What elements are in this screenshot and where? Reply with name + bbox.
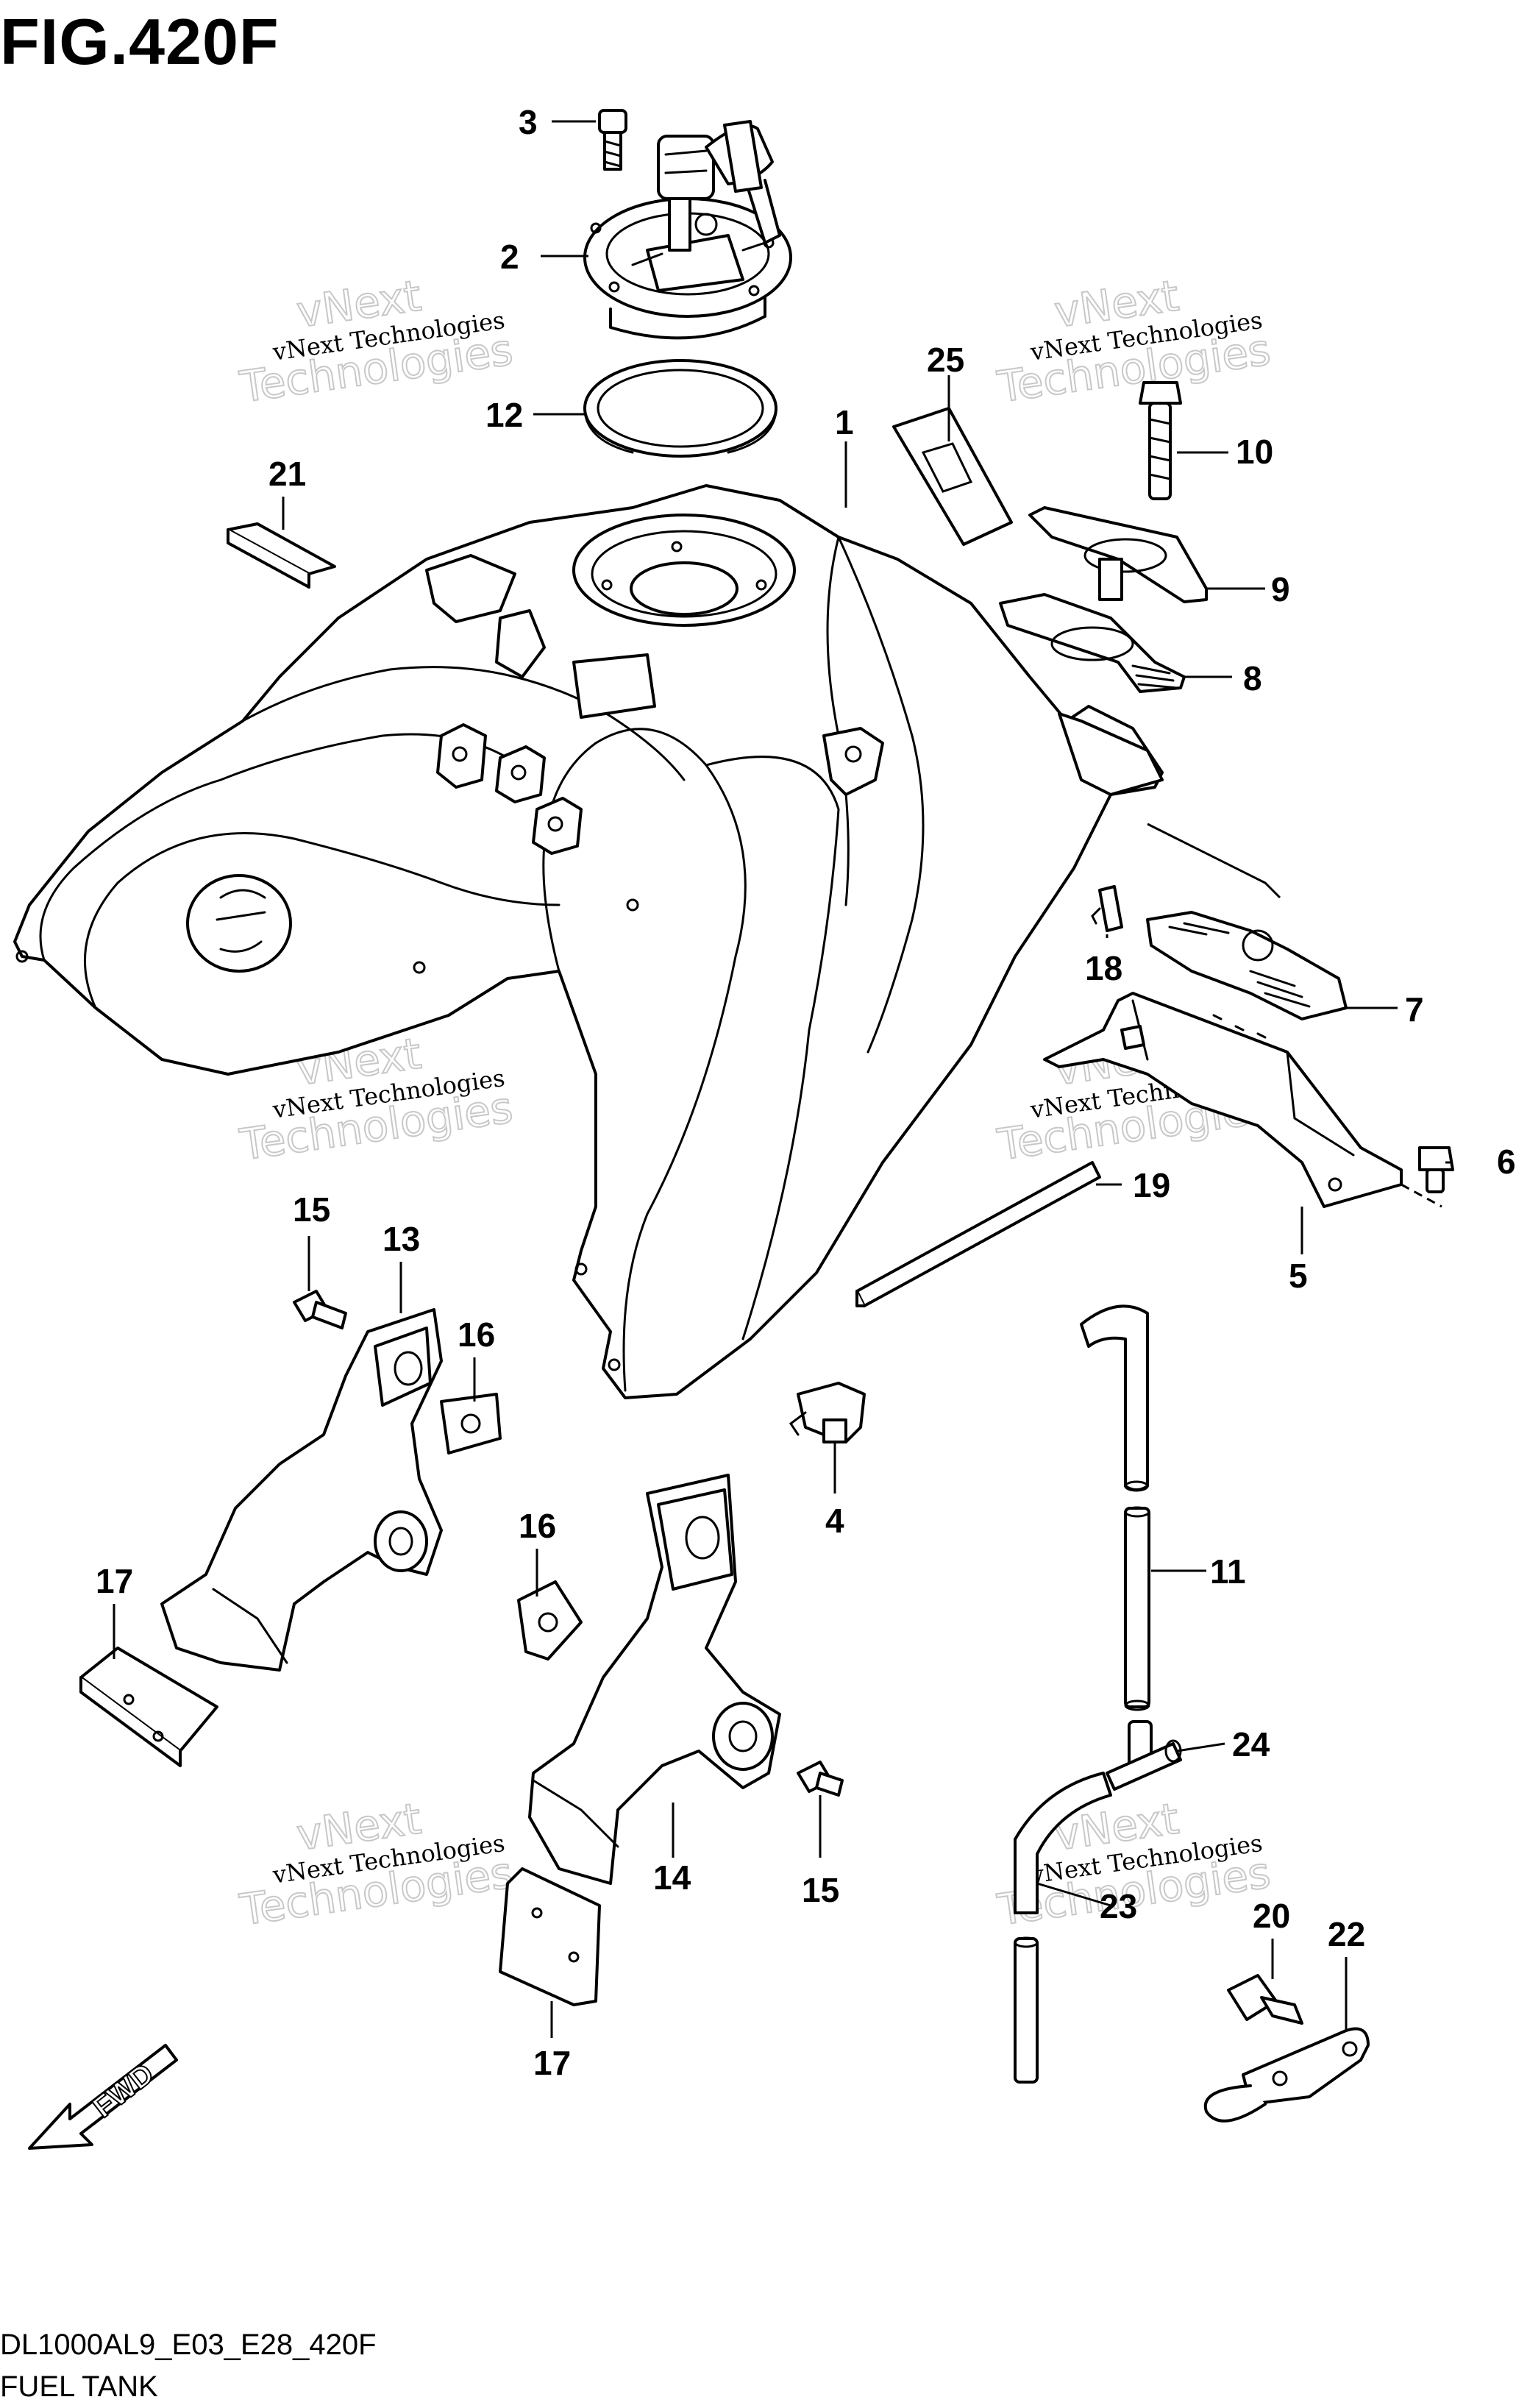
- footer-name: FUEL TANK: [0, 2370, 158, 2403]
- callout-17-lower: 17: [533, 2044, 571, 2082]
- part-10-bolt: [1139, 381, 1182, 500]
- part-23-hose: [1014, 1772, 1112, 2084]
- callout-11: 11: [1210, 1552, 1246, 1591]
- callout-9: 9: [1271, 570, 1290, 608]
- callout-10: 10: [1236, 433, 1273, 471]
- callouts: 3 2 12 21 1 25 10 9 8 7 18 6 19 5 11 4 2…: [96, 103, 1516, 2082]
- part-12-gasket: [583, 359, 777, 458]
- callout-2: 2: [500, 238, 519, 276]
- part-21-pad: [227, 522, 336, 589]
- callout-25: 25: [927, 341, 964, 379]
- callout-7: 7: [1405, 990, 1424, 1029]
- part-14-bracket: [528, 1474, 781, 1885]
- callout-4: 4: [825, 1502, 844, 1540]
- part-16-nut-lower: [517, 1580, 583, 1661]
- leader-lines: [113, 120, 1453, 2038]
- callout-18: 18: [1085, 949, 1122, 987]
- part-15-bolt-lower: [797, 1761, 844, 1797]
- callout-22: 22: [1328, 1915, 1365, 1953]
- callout-14: 14: [653, 1858, 691, 1897]
- part-18-clip: [1091, 885, 1123, 932]
- part-13-bracket: [160, 1308, 443, 1672]
- callout-13: 13: [382, 1220, 420, 1258]
- callout-15-upper: 15: [293, 1190, 330, 1229]
- callout-3: 3: [519, 103, 538, 141]
- callout-17-left: 17: [96, 1562, 133, 1600]
- part-24-t-joint: [1106, 1720, 1182, 1791]
- callout-8: 8: [1243, 659, 1262, 697]
- part-7-cushion: [1146, 911, 1348, 1020]
- callout-6: 6: [1497, 1143, 1516, 1181]
- callout-16-upper: 16: [458, 1315, 495, 1354]
- callout-24: 24: [1232, 1725, 1270, 1764]
- callout-15-lower: 15: [802, 1871, 839, 1909]
- part-8-seal: [999, 593, 1186, 693]
- part-17-pad-lower: [499, 1867, 601, 2006]
- fwd-arrow-icon: FWD: [28, 2044, 178, 2150]
- part-15-bolt-upper: [293, 1290, 347, 1329]
- part-11-hose: [1080, 1304, 1150, 1711]
- part-3-bolt: [598, 109, 627, 171]
- part-19-strip: [855, 1161, 1101, 1307]
- figure-title: FIG.420F: [0, 5, 280, 78]
- callout-19: 19: [1133, 1166, 1170, 1204]
- callout-23: 23: [1100, 1887, 1137, 1925]
- callout-1: 1: [835, 403, 854, 441]
- footer-code: DL1000AL9_E03_E28_420F: [0, 2329, 377, 2361]
- part-17-pad-left: [79, 1647, 218, 1767]
- part-22-bracket: [1203, 2027, 1370, 2123]
- callout-16-lower: 16: [519, 1507, 556, 1545]
- callout-20: 20: [1253, 1897, 1290, 1935]
- part-9-bracket: [1028, 506, 1208, 603]
- part-6-bolt: [1418, 1146, 1454, 1193]
- callout-12: 12: [485, 396, 523, 434]
- part-20-screw: [1227, 1974, 1303, 2025]
- part-16-nut-upper: [440, 1393, 502, 1455]
- part-4-clamp: [789, 1382, 866, 1443]
- callout-5: 5: [1289, 1257, 1308, 1295]
- part-5-bracket: [1043, 992, 1403, 1208]
- callout-21: 21: [268, 455, 306, 493]
- part-2-fuel-cap: [583, 120, 792, 340]
- part-1-fuel-tank: [13, 484, 1164, 1399]
- part-25-label: [892, 407, 1013, 546]
